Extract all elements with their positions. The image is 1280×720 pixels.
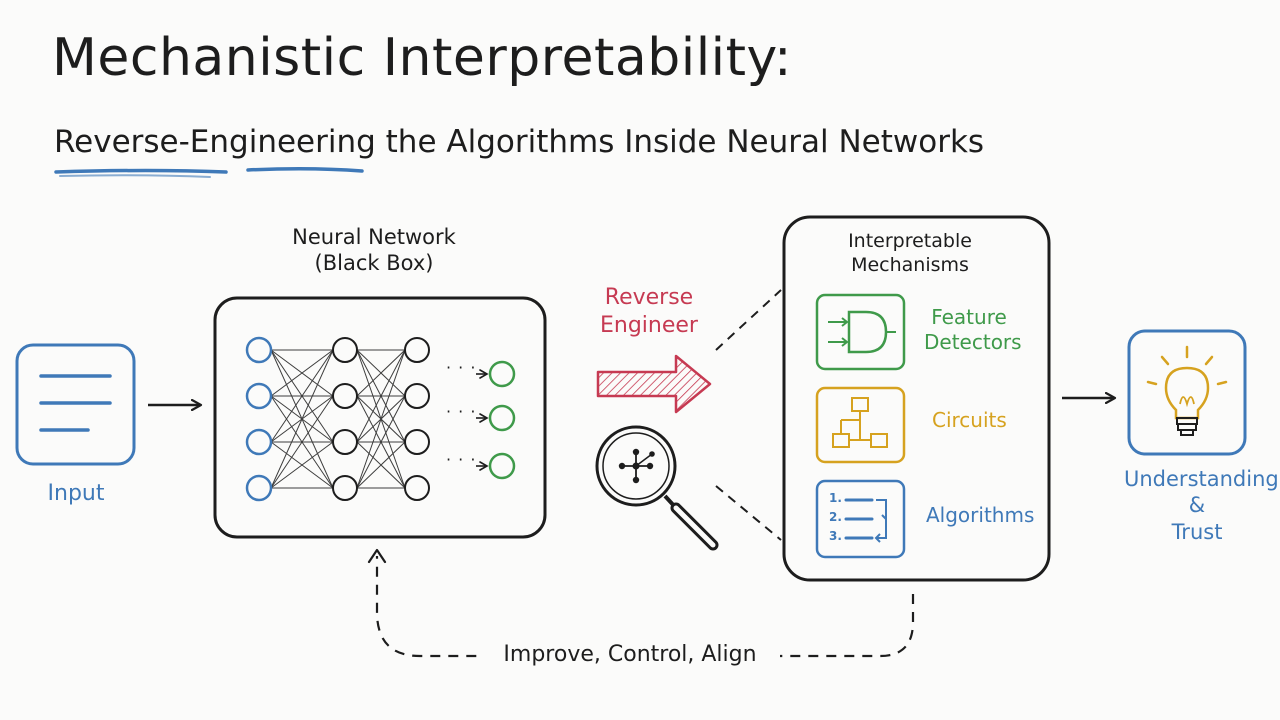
hidden-layer-2-nodes <box>404 337 430 501</box>
algo-step-2: 2. <box>829 510 842 524</box>
network-title: Neural Network (Black Box) <box>259 224 489 277</box>
understanding-line3: Trust <box>1171 519 1223 544</box>
subtitle-rest: the Algorithms Inside Neural Networks <box>375 124 985 160</box>
circuits-label: Circuits <box>932 408 1007 432</box>
hidden-layer-1-nodes <box>332 337 358 501</box>
understanding-line1: Understanding <box>1124 467 1279 491</box>
reverse-engineer-label: Reverse Engineer <box>574 284 724 339</box>
network-title-line1: Neural Network <box>292 225 456 249</box>
interpretable-mechanisms-panel <box>782 215 1051 582</box>
input-label: Input <box>47 481 105 506</box>
subtitle-underline <box>54 166 364 178</box>
feature-detector-icon <box>815 293 906 371</box>
algo-step-3: 3. <box>829 529 842 543</box>
feature-detectors-label: Feature Detectors <box>924 305 1022 355</box>
page-title: Mechanistic Interpretability: <box>52 28 793 88</box>
lightbulb-icon <box>1127 329 1247 456</box>
output-connections <box>476 369 489 471</box>
zoom-line-bottom <box>715 485 782 541</box>
ellipsis-2: · · · <box>446 402 477 421</box>
feedback-label: Improve, Control, Align <box>480 641 780 669</box>
zoom-line-top <box>715 289 782 351</box>
input-layer-nodes <box>245 336 273 502</box>
algorithms-icon <box>815 479 906 559</box>
subtitle-highlight: Reverse-Engineering <box>54 124 376 160</box>
understanding-label: Understanding & Trust <box>1124 466 1279 545</box>
ellipsis-1: · · · <box>446 358 477 377</box>
mechanisms-title-line2: Mechanisms <box>851 253 969 276</box>
ellipsis-3: · · · <box>446 450 477 469</box>
network-connections <box>270 349 406 489</box>
mechanisms-title-line1: Interpretable <box>848 230 972 252</box>
neural-network-box <box>213 296 547 539</box>
feedback-loop-path <box>375 556 915 658</box>
input-document-icon <box>15 343 136 466</box>
understanding-line2: & <box>1188 493 1206 518</box>
feature-detectors-line2: Detectors <box>924 330 1022 354</box>
network-title-line2: (Black Box) <box>314 251 434 276</box>
reverse-engineer-line1: Reverse <box>604 285 694 310</box>
feedback-loop-arrowhead <box>367 548 387 564</box>
magnifying-glass-icon <box>595 425 719 551</box>
algo-step-1: 1. <box>829 491 842 505</box>
mechanisms-title: Interpretable Mechanisms <box>790 230 1030 278</box>
circuits-icon <box>815 386 906 464</box>
reverse-engineer-arrow <box>596 354 712 414</box>
page-subtitle: Reverse-Engineering the Algorithms Insid… <box>54 124 984 160</box>
reverse-engineer-line2: Engineer <box>600 312 698 338</box>
feature-detectors-line1: Feature <box>931 305 1007 329</box>
output-layer-nodes <box>488 360 516 480</box>
algorithms-label: Algorithms <box>926 503 1035 527</box>
